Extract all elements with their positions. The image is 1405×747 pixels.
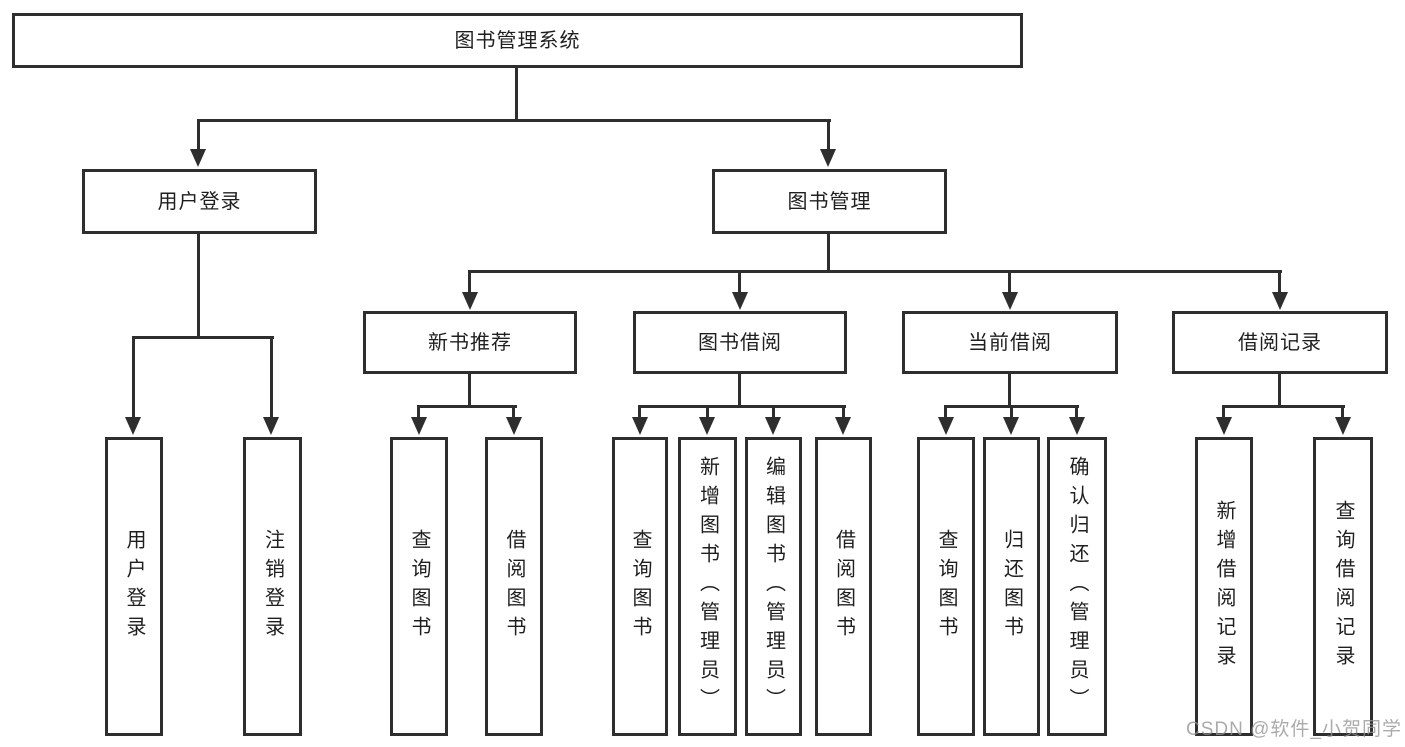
connector-line — [944, 405, 947, 419]
arrow-down-icon — [462, 292, 478, 310]
connector-line — [515, 67, 518, 120]
arrow-down-icon — [699, 417, 715, 435]
connector-line — [1010, 405, 1013, 419]
connector-line — [197, 119, 200, 151]
connector-line — [1222, 405, 1225, 419]
arrow-down-icon — [1216, 417, 1232, 435]
connector-line — [1008, 270, 1011, 293]
leaf-current-query: 查询图书 — [917, 437, 975, 736]
connector-line — [638, 405, 641, 419]
connector-line — [827, 119, 830, 151]
connector-line — [1008, 374, 1011, 406]
arrow-down-icon — [1069, 417, 1085, 435]
leaf-borrow-borrow-book: 借阅图书 — [815, 437, 872, 736]
node-borrow-records: 借阅记录 — [1172, 311, 1388, 374]
connector-line — [738, 270, 741, 293]
leaf-user-login: 用户登录 — [105, 437, 163, 736]
connector-line — [132, 336, 274, 339]
arrow-down-icon — [732, 292, 748, 310]
connector-line — [417, 405, 517, 408]
connector-line — [842, 405, 845, 419]
arrow-down-icon — [632, 417, 648, 435]
node-new-book-recommend: 新书推荐 — [363, 311, 577, 374]
connector-line — [270, 336, 273, 419]
connector-line — [827, 234, 830, 271]
connector-line — [468, 270, 471, 293]
connector-line — [197, 119, 831, 122]
leaf-borrow-edit-book: 编辑图书（管理员） — [745, 437, 802, 736]
arrow-down-icon — [1003, 417, 1019, 435]
arrow-down-icon — [1335, 417, 1351, 435]
arrow-down-icon — [411, 417, 427, 435]
node-book-borrow: 图书借阅 — [633, 311, 847, 374]
node-user-login: 用户登录 — [82, 169, 317, 234]
connector-line — [772, 405, 775, 419]
connector-line — [706, 405, 709, 419]
connector-line — [197, 234, 200, 336]
leaf-newbook-borrow: 借阅图书 — [485, 437, 543, 736]
leaf-current-return: 归还图书 — [983, 437, 1040, 736]
leaf-logout: 注销登录 — [243, 437, 302, 736]
arrow-down-icon — [1272, 292, 1288, 310]
connector-line — [738, 374, 741, 406]
leaf-newbook-query: 查询图书 — [390, 437, 448, 736]
leaf-borrow-query: 查询图书 — [612, 437, 668, 736]
arrow-down-icon — [765, 417, 781, 435]
arrow-down-icon — [835, 417, 851, 435]
watermark: CSDN @软件_小贺同学 — [1186, 719, 1402, 740]
leaf-record-query: 查询借阅记录 — [1313, 437, 1373, 736]
connector-line — [1341, 405, 1344, 419]
arrow-down-icon — [263, 417, 279, 435]
connector-line — [1278, 374, 1281, 406]
connector-line — [1222, 405, 1345, 408]
node-root: 图书管理系统 — [12, 13, 1023, 68]
arrow-down-icon — [190, 149, 206, 167]
connector-line — [468, 270, 1282, 273]
arrow-down-icon — [125, 417, 141, 435]
node-current-borrow: 当前借阅 — [902, 311, 1118, 374]
arrow-down-icon — [820, 149, 836, 167]
connector-line — [417, 405, 420, 419]
connector-line — [1075, 405, 1078, 419]
leaf-record-add: 新增借阅记录 — [1195, 437, 1253, 736]
arrow-down-icon — [506, 417, 522, 435]
connector-line — [512, 405, 515, 419]
connector-line — [132, 336, 135, 419]
connector-line — [468, 374, 471, 406]
connector-line — [1278, 270, 1281, 293]
node-book-management: 图书管理 — [712, 169, 947, 234]
connector-line — [638, 405, 846, 408]
leaf-borrow-add-book: 新增图书（管理员） — [678, 437, 737, 736]
arrow-down-icon — [938, 417, 954, 435]
leaf-current-confirm-return: 确认归还（管理员） — [1047, 437, 1107, 736]
arrow-down-icon — [1002, 292, 1018, 310]
